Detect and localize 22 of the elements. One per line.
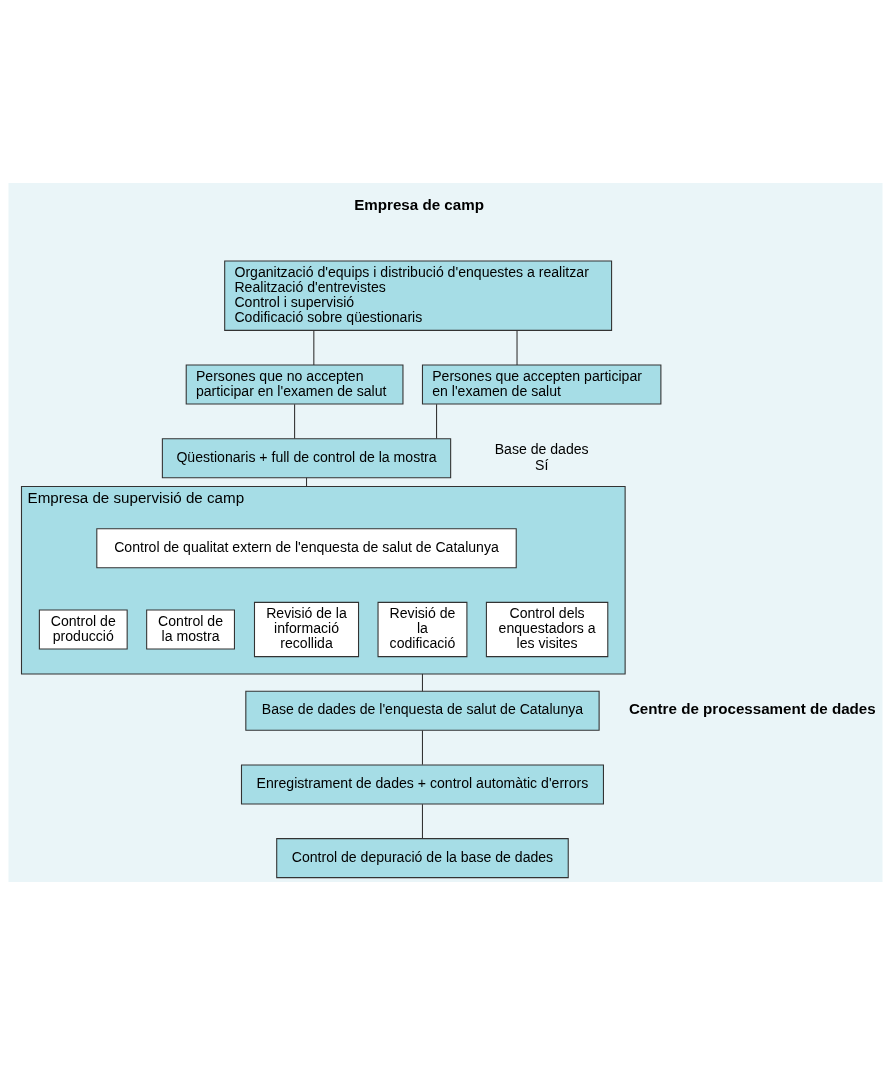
connector xyxy=(294,403,296,439)
node-box: Revisió de la informació recollida xyxy=(253,601,360,658)
connector xyxy=(421,730,423,766)
node-box: Control de producció xyxy=(38,609,128,650)
node-box: Persones que no accepten participar en l'examen de salut xyxy=(185,364,404,405)
node-box: Persones que accepten participar en l'examen de salut xyxy=(421,364,662,405)
node-box: Organització d'equips i distribució d'enquestes a realitzar Realització d'entrevistes Control i supervisió Codificació sobre qüestionaris xyxy=(224,260,613,331)
connector xyxy=(436,403,438,439)
node-box: Enregistrament de dades + control automàtic d'errors xyxy=(240,764,604,805)
node-box: Revisió de la codificació xyxy=(377,601,468,658)
node-box: Control de la mostra xyxy=(146,609,235,650)
node-box: Control de depuració de la base de dades xyxy=(276,838,569,879)
node-box: Control de qualitat extern de l'enquesta de salut de Catalunya xyxy=(96,528,517,569)
node-box: Base de dades de l'enquesta de salut de Catalunya xyxy=(245,690,600,731)
connector xyxy=(421,803,423,839)
node-label: Base de dades Sí xyxy=(494,441,589,473)
label: Empresa de camp xyxy=(354,195,484,213)
label: Centre de processament de dades xyxy=(628,699,876,717)
node-box: Qüestionaris + full de control de la mostra xyxy=(161,438,452,479)
node-box: Control dels enquestadors a les visites xyxy=(485,601,609,658)
connector xyxy=(313,330,315,366)
connector xyxy=(516,330,518,366)
